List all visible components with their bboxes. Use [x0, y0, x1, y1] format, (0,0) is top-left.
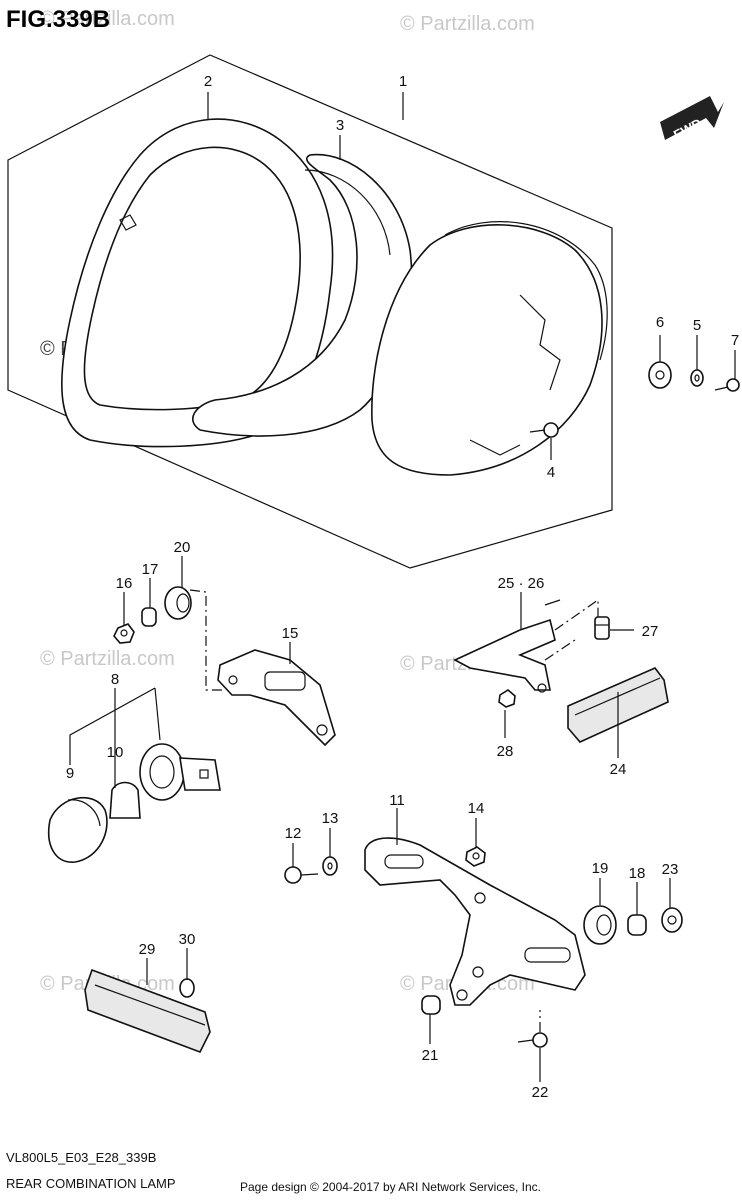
- model-code: VL800L5_E03_E28_339B: [6, 1150, 157, 1165]
- figure-title: FIG.339B: [6, 6, 110, 33]
- callout-3: 3: [336, 117, 344, 134]
- part-29-reflector: [84, 968, 211, 1054]
- part-11-bracket: [364, 837, 586, 1006]
- callout-7: 7: [731, 332, 739, 349]
- callout-30: 30: [179, 931, 196, 948]
- callout-21: 21: [422, 1047, 439, 1064]
- part-9-lens: [48, 796, 108, 863]
- callout-10: 10: [107, 744, 124, 761]
- callout-27: 27: [642, 623, 659, 640]
- callout-5: 5: [693, 317, 701, 334]
- callout-14: 14: [468, 800, 485, 817]
- callout-11: 11: [389, 792, 405, 809]
- part-8-socket: [139, 743, 221, 801]
- callout-24: 24: [610, 761, 627, 778]
- part-5-washer: [690, 369, 704, 387]
- part-19-grommet: [583, 905, 617, 945]
- part-25-26-bracket: [453, 599, 561, 693]
- copyright-credit: Page design © 2004-2017 by ARI Network S…: [240, 1180, 542, 1194]
- assembly-box: [7, 54, 613, 569]
- part-30-nut: [179, 978, 195, 998]
- dash-leader: [189, 589, 225, 691]
- callout-23: 23: [662, 861, 679, 878]
- part-14-nut: [465, 846, 486, 867]
- callout-numbers: 2 1 3 4 6 5 7 16 17 20 15 25 · 26 27 28 …: [66, 73, 739, 1101]
- section-name: REAR COMBINATION LAMP: [6, 1176, 176, 1191]
- part-13-washer: [322, 856, 338, 876]
- part-12-bolt: [284, 866, 319, 884]
- part-15-bracket: [217, 649, 336, 747]
- callout-13: 13: [322, 810, 339, 827]
- callout-1: 1: [399, 73, 407, 90]
- callout-leaders: [69, 92, 736, 1082]
- part-1-lamp-housing: [371, 221, 608, 476]
- watermark: © Partzilla.com: [400, 13, 535, 35]
- part-17-collar: [141, 607, 157, 627]
- part-28-nut: [498, 689, 516, 708]
- leader: [69, 687, 161, 760]
- part-20-grommet: [164, 586, 192, 620]
- part-18-collar: [627, 914, 647, 936]
- part-6-grommet: [648, 361, 672, 389]
- watermark: © Partzilla.com: [40, 8, 175, 30]
- callout-2: 2: [204, 73, 212, 90]
- callout-12: 12: [285, 825, 302, 842]
- part-3-gasket: [192, 153, 413, 437]
- callout-16: 16: [116, 575, 133, 592]
- part-21-collar: [421, 995, 441, 1015]
- callout-17: 17: [142, 561, 159, 578]
- part-7-screw: [714, 378, 740, 392]
- callout-15: 15: [282, 625, 299, 642]
- part-4-screw: [529, 422, 559, 438]
- part-27-screw: [594, 616, 610, 640]
- dash-leader: [544, 598, 599, 661]
- callout-22: 22: [532, 1084, 549, 1101]
- callout-28: 28: [497, 743, 514, 760]
- watermark: © Partzilla.com: [40, 648, 175, 670]
- callout-25-26: 25 · 26: [498, 575, 545, 592]
- callout-29: 29: [139, 941, 156, 958]
- callout-4: 4: [547, 464, 555, 481]
- part-22-bolt: [517, 1032, 548, 1048]
- part-16-nut: [113, 623, 135, 644]
- callout-6: 6: [656, 314, 664, 331]
- part-2-lens-cover: [61, 118, 334, 448]
- callout-9: 9: [66, 765, 74, 782]
- callout-20: 20: [174, 539, 191, 556]
- callout-8: 8: [111, 671, 119, 688]
- callout-18: 18: [629, 865, 646, 882]
- part-23-nut: [661, 907, 683, 933]
- callout-19: 19: [592, 860, 609, 877]
- forward-arrow-icon: FWD: [660, 96, 724, 142]
